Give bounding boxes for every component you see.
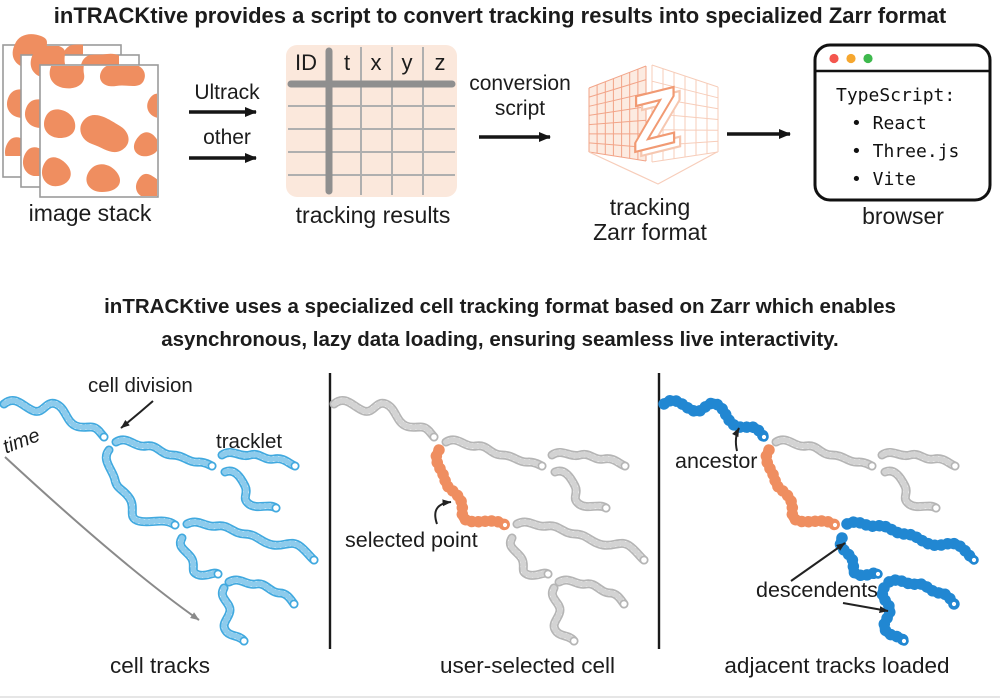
panel-2-caption: user-selected cell [439, 653, 616, 678]
panel-3-caption: adjacent tracks loaded [724, 653, 950, 678]
descendents-arrow-2 [842, 602, 889, 613]
browser-heading: TypeScript: [836, 85, 956, 106]
conversion-script-label: conversion script [455, 71, 585, 121]
browser-item-react: • React [851, 113, 927, 134]
selected-point-label: selected point [345, 528, 478, 552]
figure-title: inTRACKtive provides a script to convert… [53, 3, 947, 28]
zarr-line1: tracking [609, 194, 691, 220]
table-header-z: z [434, 50, 446, 75]
panel-1-caption: cell tracks [109, 653, 211, 678]
tracklet-label: tracklet [216, 430, 283, 453]
zarr-z-back: Z [637, 76, 683, 176]
browser-label: browser [862, 203, 944, 229]
other-label: other [203, 126, 251, 149]
browser-item-threejs: • Three.js [851, 141, 960, 162]
conversion-line1: conversion [469, 72, 571, 95]
image-stack-icon [2, 34, 159, 198]
cell-division-arrow [120, 400, 154, 429]
panel-1-tracks [0, 396, 319, 646]
ancestor-arrow [732, 427, 740, 452]
descendents-arrow-1 [790, 542, 846, 582]
browser-window-icon [813, 43, 992, 202]
zarr-z-icon: Z [631, 72, 677, 172]
traffic-light-green-icon [863, 53, 873, 64]
mid-text-line1: inTRACKtive uses a specialized cell trac… [104, 295, 896, 318]
annotation-arrows [120, 400, 889, 613]
table-header-x: x [370, 50, 382, 75]
ultrack-label: Ultrack [194, 81, 260, 104]
traffic-light-yellow-icon [846, 53, 856, 64]
mid-text-line2: asynchronous, lazy data loading, ensurin… [161, 328, 839, 351]
tracking-table-icon [286, 45, 457, 197]
zarr-format-label: tracking Zarr format [570, 195, 730, 245]
table-header-y: y [401, 50, 413, 75]
selected-point-arrow [434, 499, 452, 525]
table-header-t: t [343, 50, 351, 75]
time-arrow [4, 456, 200, 621]
tracking-results-label: tracking results [295, 202, 451, 228]
zarr-cube-icon: Z Z [588, 64, 719, 185]
browser-item-vite: • Vite [851, 169, 917, 190]
traffic-light-red-icon [829, 53, 839, 64]
conversion-line2: script [494, 97, 546, 120]
table-header-id: ID [295, 50, 317, 75]
descendents-label: descendents [756, 578, 878, 602]
panel-2-tracks [329, 396, 649, 646]
cell-division-label: cell division [88, 374, 193, 397]
panel-3-tracks [658, 394, 980, 647]
pipeline-arrows [189, 107, 791, 163]
zarr-line2: Zarr format [593, 219, 707, 245]
ancestor-label: ancestor [675, 449, 758, 473]
image-stack-label: image stack [28, 200, 152, 226]
